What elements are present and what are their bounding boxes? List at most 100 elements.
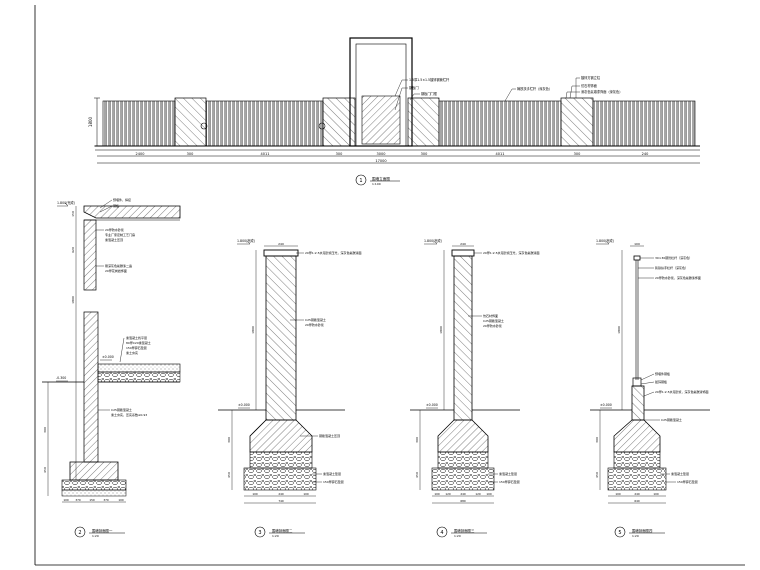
section2-level-ground: -0.300 [56, 376, 66, 380]
section5-callout-6: C25钢筋混凝土 [661, 417, 682, 422]
section2-callout-9: 150厚碎石垫层 [126, 345, 147, 350]
elevation-label-number: 1 [359, 178, 362, 184]
section5-dim-left-0: 1800 [617, 326, 621, 334]
elevation-callout-1: 钢板门 [409, 85, 419, 90]
elevation-dim-3: 300 [336, 152, 343, 156]
section4-callout-3: 20厚防水砂浆 [483, 323, 502, 328]
elevation-callout-0: 1.5厚1.5×1.5镀锌钢管栏杆 [409, 77, 450, 82]
section2-label-number: 2 [78, 530, 81, 536]
section2-dim-left-3: 300 [43, 427, 47, 433]
elevation-dim-8: 240 [642, 152, 649, 156]
section2-callout-0: 预埋件，焊接 [113, 197, 131, 202]
section5-callout-4: 镀锌钢板 [655, 379, 667, 384]
section3-callout-1: C25钢筋混凝土 [305, 317, 326, 322]
section5-callout-1: 铸铁扶手栏杆（深灰色） [655, 265, 688, 270]
section2-callout-1: 钢板 [113, 203, 119, 208]
section5-callout-7: 素混凝土垫层 [671, 471, 689, 476]
section2-dim-bottom-2: 150 [89, 498, 95, 502]
section3-callout-5: 150厚碎石垫层 [323, 479, 344, 484]
section5-level-top: 1.800(完成) [596, 238, 614, 243]
section4-callout-2: C25钢筋混凝土 [483, 318, 504, 323]
section2-dim-bottom-3: 370 [103, 498, 109, 502]
section-3: 1.800(完成) ±0.000 1800 300 450 240 100 24… [218, 238, 362, 538]
section4-label-scale: 1:20 [454, 534, 461, 538]
section4-callout-4: 素混凝土垫层 [499, 471, 517, 476]
section5-callout-8: 150厚碎石垫层 [677, 479, 698, 484]
section2-callout-12: 素土夯实，压实系数≥0.93 [111, 412, 147, 417]
section5-callout-5: 20厚1:2.5水泥砂浆，深灰色氟碳漆饰面 [655, 389, 709, 394]
section5-level-ground: ±0.000 [600, 403, 612, 407]
section5-callout-0: 30×30钢管栏杆（深灰色） [655, 255, 692, 260]
section4-dim-left-2: 450 [415, 472, 419, 478]
section2-callout-11: C25钢筋混凝土 [111, 407, 132, 412]
section5-dim-left-2: 450 [595, 472, 599, 478]
section3-label-number: 3 [258, 530, 261, 536]
section2-dim-left-0: 150 [71, 211, 75, 217]
section3-level-ground: ±0.000 [238, 403, 250, 407]
section3-level-top: 1.800(完成) [237, 238, 255, 243]
elevation-dim-1: 300 [187, 152, 194, 156]
section3-callout-3: 钢筋混凝土压顶 [319, 433, 340, 438]
elevation-dim-5: 300 [421, 152, 428, 156]
section5-callout-2: 20厚防水砂浆，深灰色氟碳漆饰面 [655, 275, 701, 280]
section2-label-scale: 1:20 [92, 534, 99, 538]
section5-label-title: 围墙剖面图四 [632, 528, 653, 533]
elevation-dim-4: 3000 [377, 152, 386, 156]
section4-level-top: 1.800(完成) [424, 238, 442, 243]
section5-dim-top: 100 [634, 242, 640, 246]
elevation-dim-0: 2400 [136, 152, 145, 156]
elevation-callout-2: 钢板门门框 [421, 91, 438, 96]
section3-dim-top: 240 [278, 242, 284, 246]
section5-label-number: 5 [618, 530, 621, 536]
section2-dim-bottom-0: 100 [63, 498, 69, 502]
section4-dim-bottom-0: 100 [434, 492, 440, 496]
section5-dim-left-1: 300 [595, 437, 599, 443]
section5-label-scale: 1:20 [632, 534, 639, 538]
section2-callout-3: 专业厂家定制工艺门扇 [105, 232, 135, 237]
section4-dim-bottom-2: 240 [460, 492, 466, 496]
section2-dim-bottom-1: 370 [75, 498, 81, 502]
elevation-dim-6: 4011 [496, 152, 505, 156]
section5-dim-total: 640 [634, 499, 640, 503]
section2-callout-2: 20厚防水砂浆 [105, 227, 124, 232]
section2-dim-left-4: 450 [43, 467, 47, 473]
elevation-dim-2: 4011 [261, 152, 270, 156]
section3-callout-2: 20厚防水砂浆 [305, 322, 324, 327]
section2-callout-6: 20厚花岗岩饰面 [105, 268, 127, 273]
section2-dim-left-2: 1800 [71, 296, 75, 304]
section5-callout-3: 预埋件钢板 [655, 371, 670, 376]
elevation-label-title: 围墙立面图 [372, 176, 390, 181]
section3-dim-bottom-1: 240 [278, 492, 284, 496]
section4-dim-top: 240 [460, 242, 466, 246]
section4-level-ground: ±0.000 [426, 403, 438, 407]
section4-dim-bottom-1: 120 [445, 492, 451, 496]
section4-label-number: 4 [440, 530, 443, 536]
section2-callout-8: 80厚C20素混凝土 [126, 340, 151, 345]
section4-callout-0: 20厚1:2.5水泥砂浆压光，深灰色氟碳漆面 [483, 250, 540, 255]
section3-label-title: 围墙剖面图二 [272, 528, 293, 533]
section2-callout-5: 刷深灰色氟碳漆二遍 [105, 263, 132, 268]
elevation-label-scale: 1:100 [372, 182, 381, 186]
elevation-callout-6: 深灰色氟碳漆饰面（深灰色） [581, 89, 622, 94]
section2-level-top: 1.800(完成) [57, 200, 75, 205]
section4-dim-left-1: 300 [415, 437, 419, 443]
section5-dim-bottom-1: 240 [634, 492, 640, 496]
elevation-callout-4: 镀锌方钢立柱 [581, 75, 601, 80]
elevation-height-dim: 1800 [88, 116, 93, 127]
section4-dim-bottom-3: 120 [475, 492, 481, 496]
elevation-dim-total: 17000 [375, 159, 386, 163]
section2-dim-bottom-4: 100 [118, 498, 124, 502]
section3-dim-left-2: 450 [227, 472, 231, 478]
section-2: 1.800(完成) ±0.000 -0.300 150 620 1800 300… [42, 197, 181, 538]
section2-callout-7: 素混凝土找平层 [126, 335, 147, 340]
section-4: 1.800(完成) ±0.000 1800 300 450 240 100 12… [410, 238, 540, 538]
section3-dim-total: 740 [278, 499, 284, 503]
section4-dim-left-0: 1800 [439, 326, 443, 334]
elevation-callout-5: 仿石材饰面 [581, 83, 597, 88]
section5-dim-bottom-2: 100 [653, 492, 659, 496]
section3-dim-bottom-0: 100 [252, 492, 258, 496]
section3-callout-0: 20厚1:2.5水泥砂浆压光，深灰色氟碳漆面 [305, 250, 362, 255]
section4-label-title: 围墙剖面图三 [454, 528, 475, 533]
section2-callout-10: 素土夯实 [126, 350, 138, 355]
